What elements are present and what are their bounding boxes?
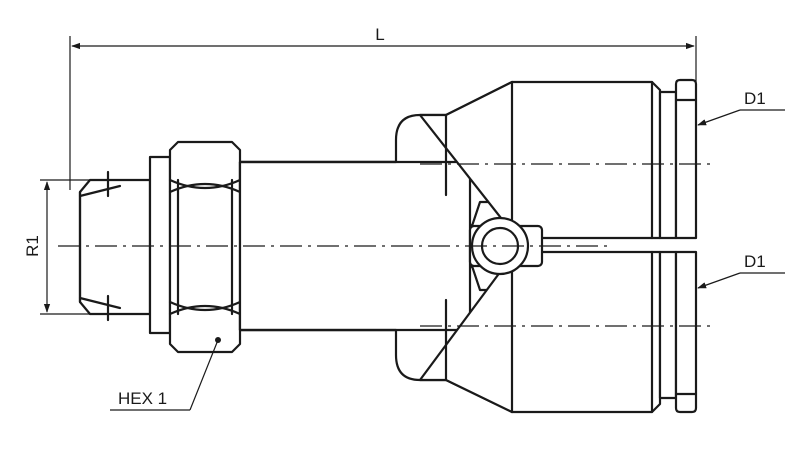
hex-nut <box>168 140 242 354</box>
lower-branch <box>418 250 698 414</box>
upper-release-ring <box>674 78 698 240</box>
lower-release-ring <box>674 250 698 414</box>
upper-branch <box>418 78 698 240</box>
upper-release-collet <box>658 90 678 240</box>
length-label: L <box>375 25 384 44</box>
callout-tube-lower: D1 <box>697 252 785 289</box>
flange <box>148 155 172 335</box>
thread-label: R1 <box>23 235 42 257</box>
lower-release-collet <box>658 250 678 400</box>
hex-label: HEX 1 <box>118 389 167 408</box>
callout-hex: HEX 1 <box>110 339 219 411</box>
tube-lower-label: D1 <box>744 252 766 271</box>
centerlines <box>58 163 712 327</box>
callout-tube-upper: D1 <box>697 89 785 126</box>
tube-upper-label: D1 <box>744 89 766 108</box>
